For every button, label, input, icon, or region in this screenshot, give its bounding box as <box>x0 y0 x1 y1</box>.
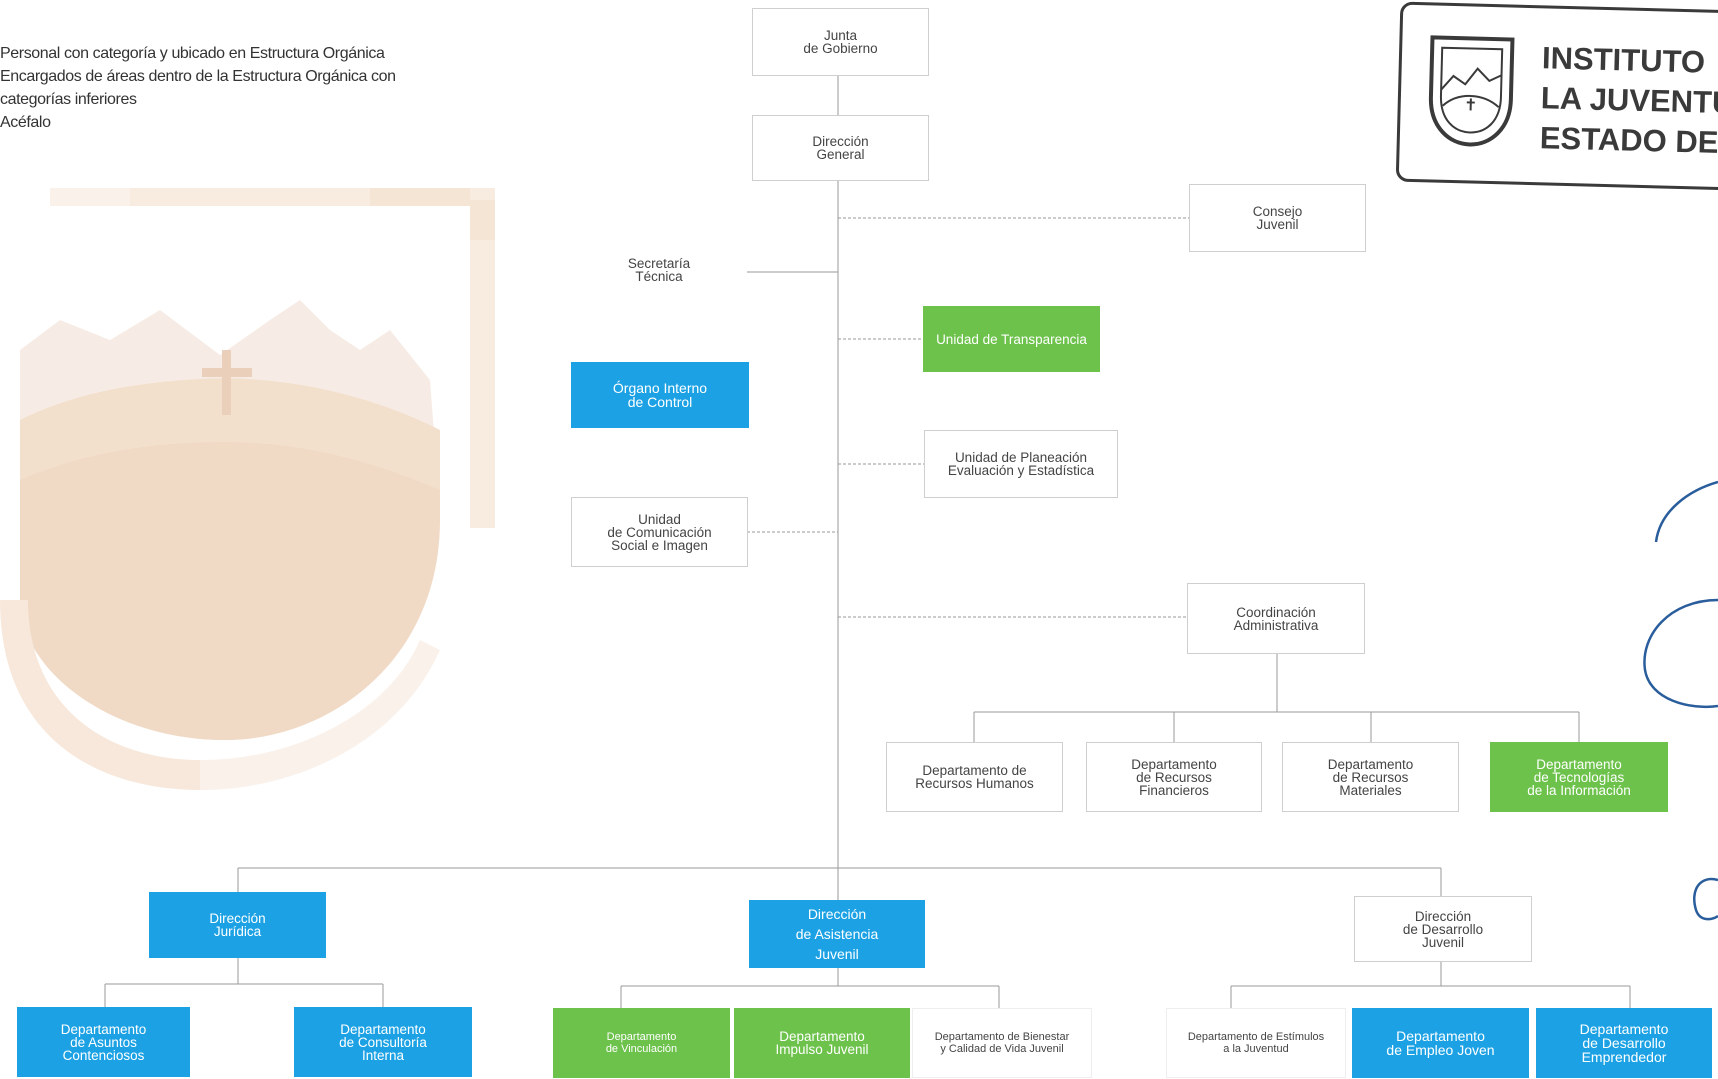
box-depto-bienestar[interactable]: Departamento de Bienestar y Calidad de V… <box>912 1008 1092 1078</box>
box-direccion-desarrollo-juvenil[interactable]: Dirección de Desarrollo Juvenil <box>1354 896 1532 962</box>
box-depto-empleo-joven[interactable]: Departamento de Empleo Joven <box>1352 1008 1529 1078</box>
box-direccion-general[interactable]: Dirección General <box>752 115 929 181</box>
box-secretaria-tecnica[interactable]: Secretaría Técnica <box>571 236 747 304</box>
box-depto-tecnologias-informacion[interactable]: Departamento de Tecnologías de la Inform… <box>1490 742 1668 812</box>
box-depto-impulso-juvenil[interactable]: Departamento Impulso Juvenil <box>734 1008 910 1078</box>
box-junta-gobierno[interactable]: Junta de Gobierno <box>752 8 929 76</box>
legend-item-encargados-cont: categorías inferiores <box>0 91 137 108</box>
legend-item-acefalo: Acéfalo <box>0 114 51 131</box>
box-depto-recursos-humanos[interactable]: Departamento de Recursos Humanos <box>886 742 1063 812</box>
box-depto-vinculacion[interactable]: Departamento de Vinculación <box>553 1008 730 1078</box>
box-direccion-juridica[interactable]: Dirección Jurídica <box>149 892 326 958</box>
box-depto-recursos-materiales[interactable]: Departamento de Recursos Materiales <box>1282 742 1459 812</box>
box-organo-interno-control[interactable]: Órgano Interno de Control <box>571 362 749 428</box>
shield-watermark <box>0 188 495 790</box>
box-consejo-juvenil[interactable]: Consejo Juvenil <box>1189 184 1366 252</box>
legend-item-encargados: Encargados de áreas dentro de la Estruct… <box>0 68 396 85</box>
legend: Personal con categoría y ubicado en Estr… <box>0 42 470 134</box>
box-coordinacion-administrativa[interactable]: Coordinación Administrativa <box>1187 583 1365 654</box>
box-depto-asuntos-contenciosos[interactable]: Departamento de Asuntos Contenciosos <box>17 1007 190 1077</box>
box-depto-desarrollo-emprendedor[interactable]: Departamento de Desarrollo Emprendedor <box>1536 1008 1712 1078</box>
box-depto-recursos-financieros[interactable]: Departamento de Recursos Financieros <box>1086 742 1262 812</box>
box-unidad-planeacion[interactable]: Unidad de Planeación Evaluación y Estadí… <box>924 430 1118 498</box>
legend-item-categoria: Personal con categoría y ubicado en Estr… <box>0 45 385 62</box>
box-direccion-asistencia-juvenil[interactable]: Dirección de Asistencia Juvenil <box>749 900 925 968</box>
stamp-text: INSTITUTO LA JUVENTU ESTADO DE Z <box>1539 40 1718 160</box>
box-depto-estimulos[interactable]: Departamento de Estímulos a la Juventud <box>1166 1008 1346 1078</box>
institution-stamp: INSTITUTO LA JUVENTU ESTADO DE Z <box>1395 1 1718 191</box>
shield-seal-icon <box>1428 35 1515 147</box>
signature <box>1643 480 1718 921</box>
box-unidad-comunicacion[interactable]: Unidad de Comunicación Social e Imagen <box>571 497 748 567</box>
box-unidad-transparencia[interactable]: Unidad de Transparencia <box>923 306 1100 372</box>
box-depto-consultoria-interna[interactable]: Departamento de Consultoría Interna <box>294 1007 472 1077</box>
